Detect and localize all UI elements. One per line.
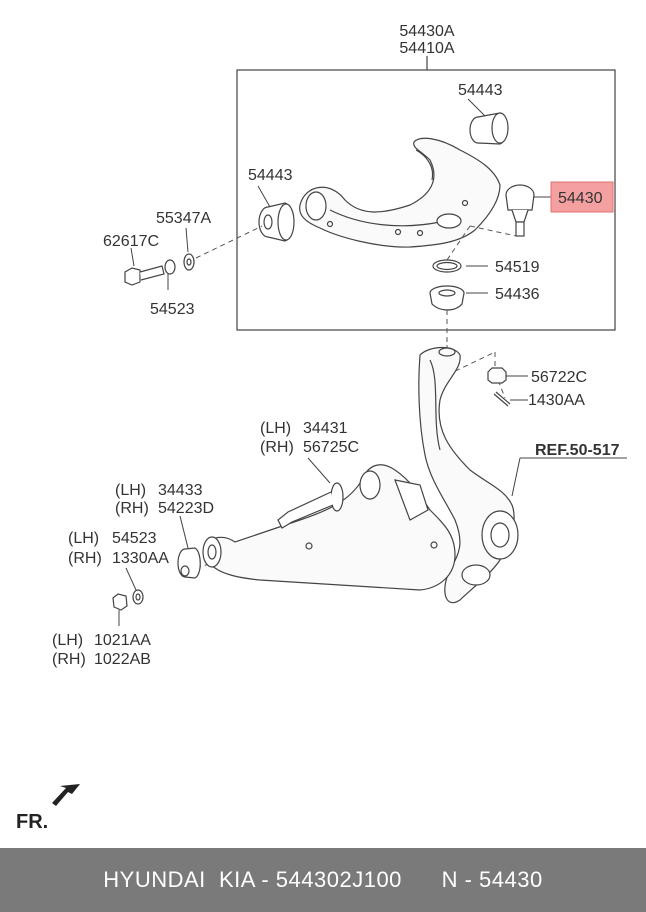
parts-diagram: 54430A 54410A 54443 54443 54430 55347A 6… — [16, 23, 627, 833]
label-assy-b: 54410A — [399, 40, 454, 57]
top-bushing — [469, 112, 509, 145]
label-lh-4: (LH) — [52, 632, 83, 649]
ball-joint — [505, 184, 535, 237]
label-bushing-left: 54443 — [248, 167, 293, 184]
part-footer: HYUNDAI KIA - 544302J100 N - 54430 — [0, 848, 646, 912]
label-lower-nut-rh: 1022AB — [94, 651, 151, 668]
label-lower-washer-lh: 54523 — [112, 530, 157, 547]
label-rh-3: (RH) — [68, 550, 102, 567]
label-snap-ring: 54519 — [495, 259, 540, 276]
label-ref: REF.50-517 — [535, 442, 620, 459]
label-dust-boot: 54436 — [495, 286, 540, 303]
lower-bushing — [177, 547, 201, 579]
label-rh-4: (RH) — [52, 651, 86, 668]
footer-number: N - 54430 — [441, 867, 543, 892]
lower-washer — [132, 589, 144, 605]
label-lh-3: (LH) — [68, 530, 99, 547]
label-lower-bolt-lh: 34431 — [303, 420, 348, 437]
label-lower-washer-rh: 1330AA — [112, 550, 169, 567]
bolt — [124, 265, 165, 286]
castle-nut — [487, 367, 507, 384]
label-nut-upper: 54523 — [150, 301, 195, 318]
label-lh-1: (LH) — [260, 420, 291, 437]
label-castle-nut: 56722C — [531, 369, 587, 386]
label-rh-1: (RH) — [260, 439, 294, 456]
label-bushing-top: 54443 — [458, 82, 503, 99]
assembly-box — [236, 69, 616, 331]
washer — [183, 253, 195, 271]
label-front: FR. — [16, 811, 48, 833]
label-lh-2: (LH) — [115, 482, 146, 499]
footer-brand: HYUNDAI KIA - 544302J100 — [103, 867, 402, 892]
dust-boot — [429, 285, 465, 311]
nut-upper — [164, 259, 176, 275]
ball-joint-highlight — [550, 181, 614, 213]
left-bushing — [258, 202, 295, 242]
label-lower-nut-lh: 1021AA — [94, 632, 151, 649]
lower-nut — [112, 593, 128, 611]
label-bolt: 62617C — [103, 233, 159, 250]
label-lower-bush-rh: 54223D — [158, 500, 214, 517]
cotter-pin — [493, 391, 511, 407]
front-arrow-icon — [52, 784, 80, 806]
label-assy-a: 54430A — [399, 23, 454, 40]
label-lower-bolt-rh: 56725C — [303, 439, 359, 456]
snap-ring — [432, 259, 462, 273]
label-ball-joint: 54430 — [558, 190, 603, 207]
lower-control-arm — [203, 464, 456, 591]
label-rh-2: (RH) — [115, 500, 149, 517]
lower-bolt — [277, 482, 344, 529]
label-lower-bush-lh: 34433 — [158, 482, 203, 499]
label-washer: 55347A — [156, 210, 211, 227]
label-cotter-pin: 1430AA — [528, 392, 585, 409]
